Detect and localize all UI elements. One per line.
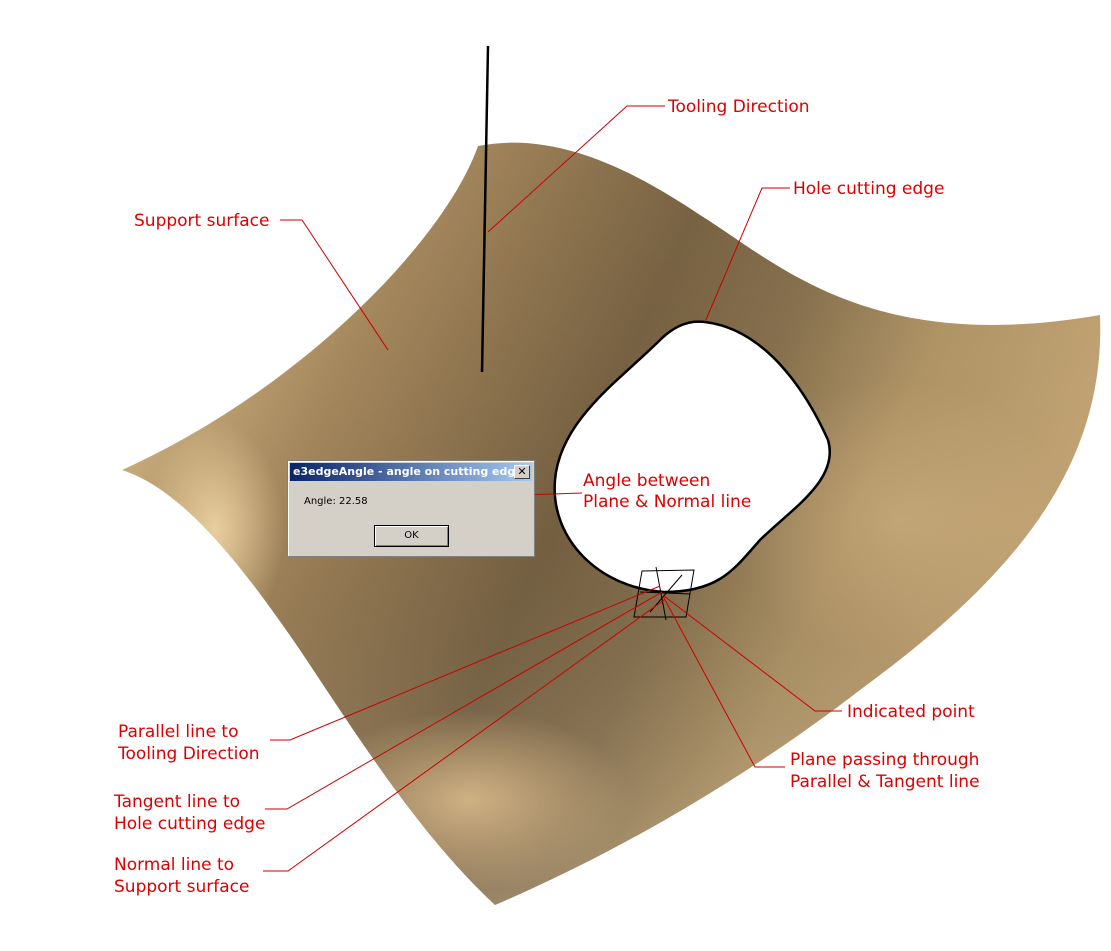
angle-value-text: Angle: 22.58 <box>304 496 368 507</box>
leader-plane-passing <box>663 597 785 768</box>
leader-lines <box>263 105 842 872</box>
leader-normal-line <box>263 599 665 872</box>
label-hole-cutting-edge: Hole cutting edge <box>793 179 944 199</box>
leader-indicated-point <box>663 595 842 712</box>
tooling-direction-line <box>480 45 490 373</box>
label-angle-between-2: Plane & Normal line <box>583 492 751 512</box>
leader-tooling-direction <box>487 105 665 233</box>
leader-hole-cutting-edge <box>704 187 790 323</box>
label-angle-between-1: Angle between <box>583 471 710 491</box>
hole-cutting-edge <box>553 320 832 594</box>
annotation-labels: Tooling Direction Hole cutting edge Supp… <box>113 97 980 897</box>
label-indicated-point: Indicated point <box>847 702 975 722</box>
label-normal-line-1: Normal line to <box>114 855 234 875</box>
leader-tangent-line <box>265 591 663 810</box>
leader-support-surface <box>280 219 389 351</box>
label-tangent-line-1: Tangent line to <box>113 792 240 812</box>
leader-parallel-line <box>270 585 661 741</box>
label-tooling-direction: Tooling Direction <box>667 97 810 117</box>
dialog-title: e3edgeAngle - angle on cutting edge <box>293 465 523 478</box>
angle-dialog: e3edgeAngle - angle on cutting edge ✕ An… <box>287 460 535 557</box>
close-icon: ✕ <box>517 465 527 478</box>
ok-button[interactable]: OK <box>374 525 449 547</box>
label-plane-passing-2: Parallel & Tangent line <box>790 772 980 792</box>
close-button[interactable]: ✕ <box>514 465 530 479</box>
label-support-surface: Support surface <box>134 211 269 231</box>
label-normal-line-2: Support surface <box>114 877 249 897</box>
dialog-titlebar[interactable]: e3edgeAngle - angle on cutting edge ✕ <box>290 463 532 481</box>
label-plane-passing-1: Plane passing through <box>790 750 979 770</box>
label-parallel-line-1: Parallel line to <box>118 722 239 742</box>
label-tangent-line-2: Hole cutting edge <box>114 814 265 834</box>
label-parallel-line-2: Tooling Direction <box>117 744 260 764</box>
